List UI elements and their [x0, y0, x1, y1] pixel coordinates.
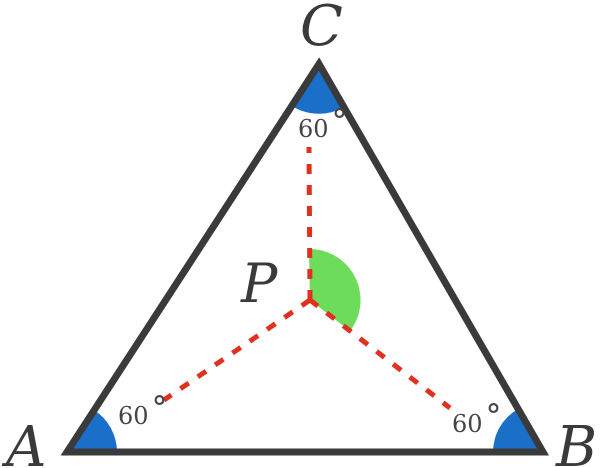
- degree-symbol-c: °: [332, 102, 348, 140]
- degree-symbol-a: °: [152, 389, 168, 427]
- angle-value-c: 60: [298, 115, 329, 143]
- angle-label-b: 60°: [452, 397, 502, 438]
- vertex-label-b: B: [555, 415, 597, 468]
- dashed-line-p-to-b: [308, 298, 452, 410]
- angle-sector-c: [292, 64, 344, 114]
- angle-value-a: 60: [118, 402, 149, 430]
- angle-label-c: 60°: [298, 102, 348, 143]
- angle-value-b: 60: [452, 410, 483, 438]
- degree-symbol-b: °: [486, 397, 502, 435]
- angle-sector-a: [67, 410, 117, 452]
- vertex-label-a: A: [1, 415, 46, 468]
- triangle-outline: [60, 57, 550, 456]
- dashed-line-p-to-a: [162, 297, 312, 403]
- angle-sector-p: [309, 248, 361, 331]
- angle-sector-b: [493, 409, 543, 452]
- dashed-line-p-to-c: [306, 146, 313, 301]
- angle-label-a: 60°: [118, 389, 168, 430]
- point-label-p: P: [240, 252, 279, 315]
- vertex-label-c: C: [300, 0, 343, 59]
